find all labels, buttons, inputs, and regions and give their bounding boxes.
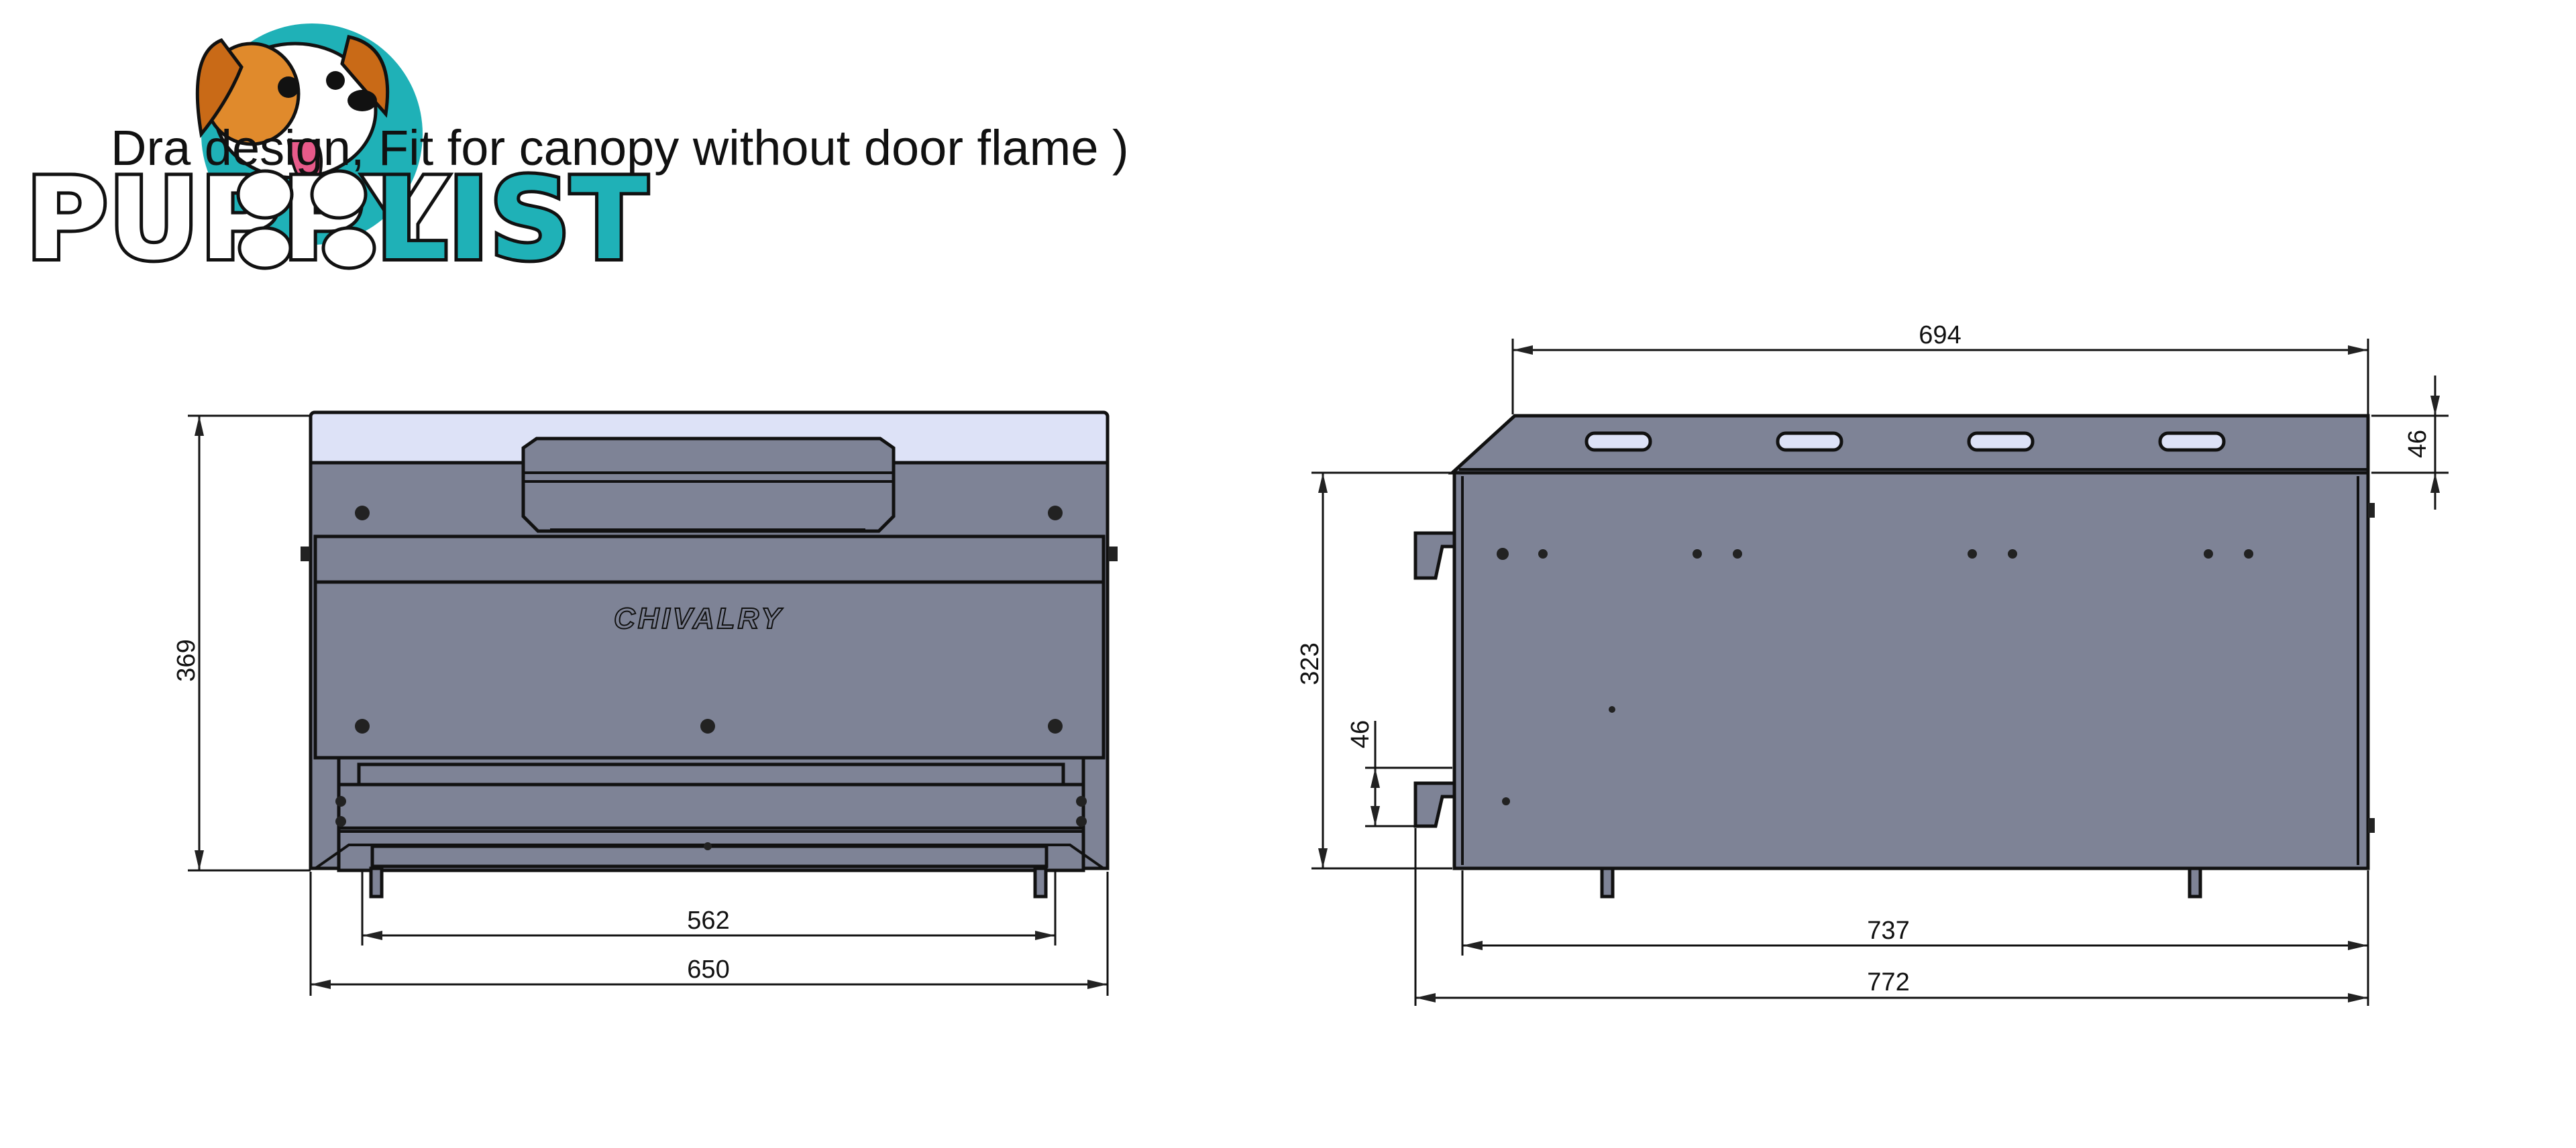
side-body	[1452, 471, 2370, 870]
front-view: CHIVALRY	[301, 410, 1118, 899]
front-dimensions: 369 562 650	[172, 414, 1109, 996]
dim-side-top-width: 694	[1919, 321, 1961, 349]
dim-side-lip-height: 46	[2404, 430, 2432, 458]
brand-label: CHIVALRY	[614, 602, 784, 635]
dim-side-body-height: 323	[1296, 642, 1324, 685]
side-dimensions: 694 46 323 46 737 772	[1296, 321, 2449, 1006]
side-view	[1413, 414, 2375, 899]
svg-text:LIST: LIST	[376, 154, 647, 285]
puppylist-logo: PUPPY LIST	[22, 23, 651, 288]
svg-text:PUPPY: PUPPY	[25, 154, 448, 285]
side-hook-top	[1413, 531, 1456, 580]
dim-front-overall-width: 650	[687, 956, 729, 984]
side-hook-bottom	[1413, 781, 1456, 828]
drawing-title: Dra design, Fit for canopy without door …	[111, 120, 1129, 176]
front-handle	[521, 437, 896, 533]
dim-side-body-width: 737	[1867, 917, 1909, 945]
dim-front-height: 369	[172, 639, 201, 681]
dim-front-inner-width: 562	[687, 907, 729, 935]
front-band	[313, 534, 1106, 584]
dim-side-overall-width: 772	[1867, 968, 1909, 996]
dim-side-step-height: 46	[1346, 720, 1375, 748]
